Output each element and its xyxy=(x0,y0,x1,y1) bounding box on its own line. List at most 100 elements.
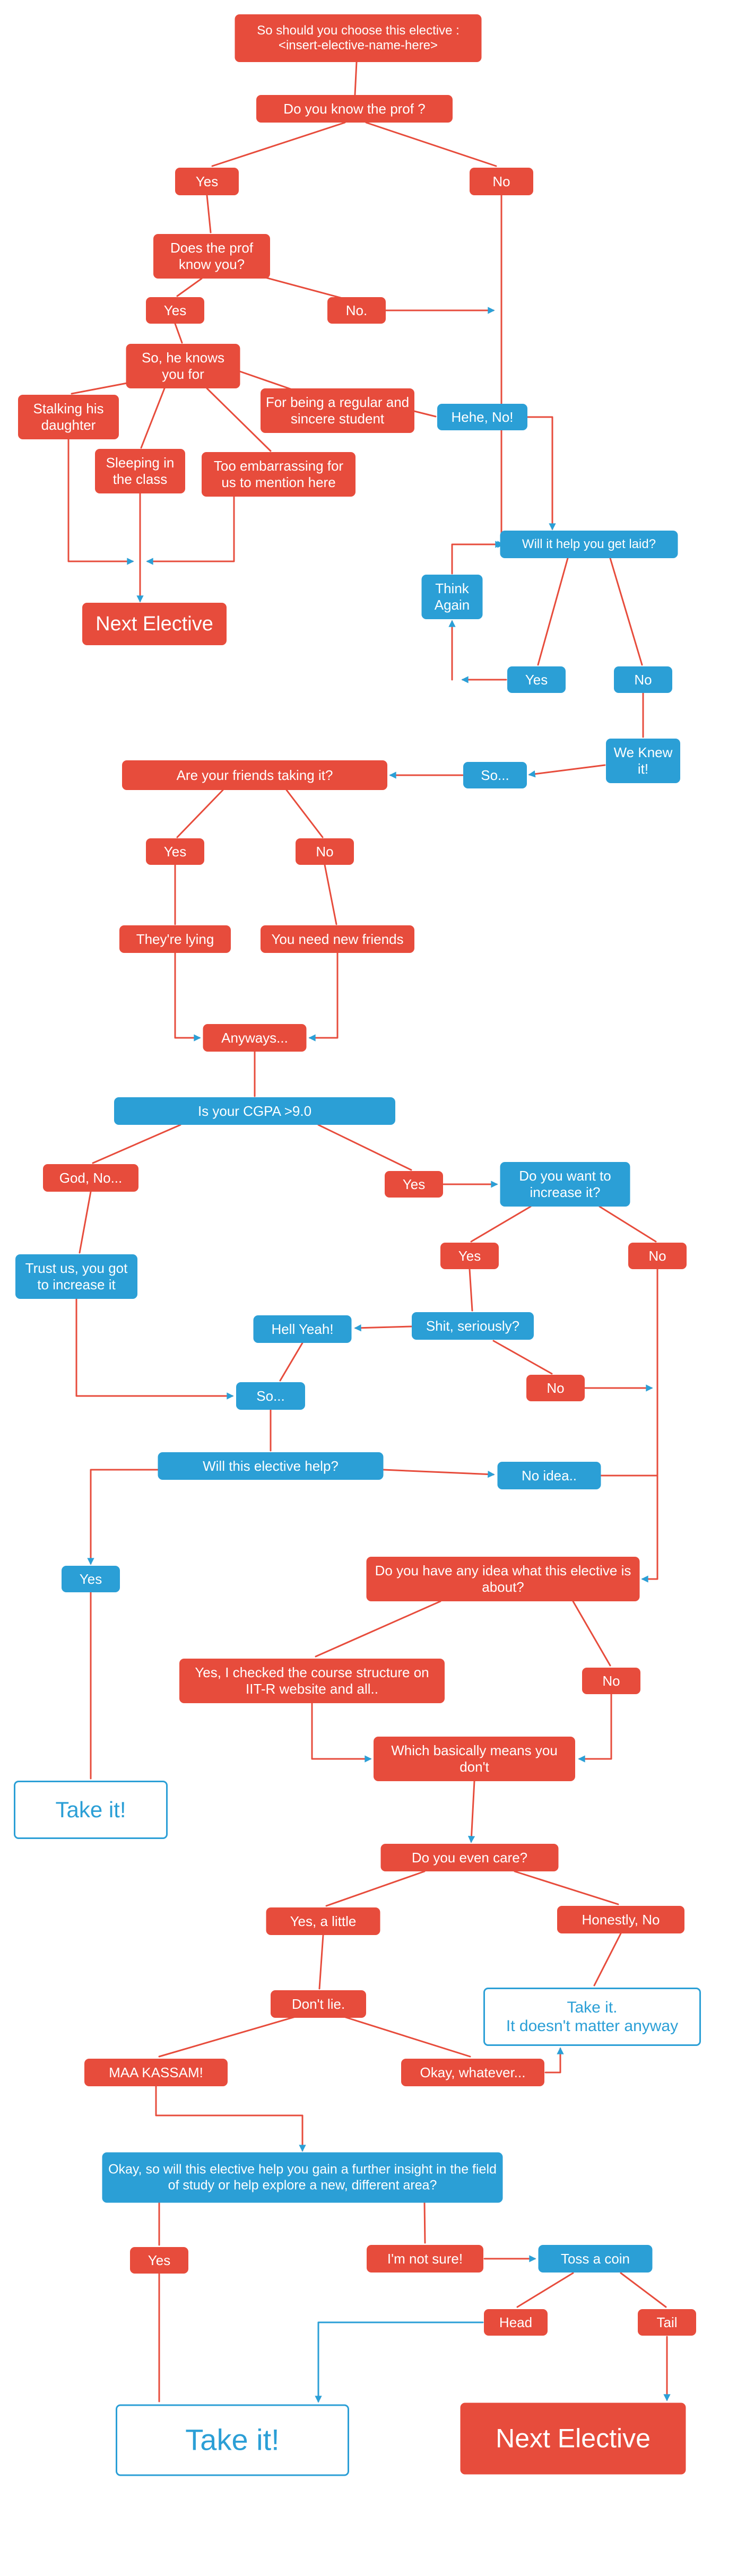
edge-ec_yes-to-dont_lie xyxy=(318,1934,324,1990)
edge-any_idea-to-ai_no xyxy=(572,1600,611,1667)
node-ai_no: No xyxy=(582,1668,640,1694)
node-next_elective_1: Next Elective xyxy=(82,603,227,645)
node-take_it_3: Take it! xyxy=(116,2404,349,2476)
node-embarrassing: Too embarrassing for us to mention here xyxy=(202,452,356,497)
node-so_2: So... xyxy=(236,1382,305,1410)
node-prof_know_you: Does the prof know you? xyxy=(153,234,270,279)
node-any_idea: Do you have any idea what this elective … xyxy=(366,1557,640,1601)
node-toss_coin: Toss a coin xyxy=(538,2245,653,2273)
edge-embarrassing-to-next_elective_1 xyxy=(146,496,235,565)
edge-inc_yes-to-shit_seriously xyxy=(469,1268,473,1312)
node-head: Head xyxy=(484,2309,548,2336)
node-trust_us: Trust us, you got to increase it xyxy=(15,1254,137,1299)
node-think_again: Think Again xyxy=(421,575,483,619)
edge-friends_taking-to-ft_no xyxy=(285,789,324,838)
edge-shit_seriously-to-shit_no xyxy=(492,1340,553,1375)
node-shit_no: No xyxy=(526,1375,585,1401)
node-not_sure: I'm not sure! xyxy=(367,2245,483,2273)
node-ft_no: No xyxy=(296,838,354,865)
node-new_friends: You need new friends xyxy=(261,925,414,953)
edge-new_friends-to-anyways xyxy=(308,952,339,1042)
edge-dont_lie-to-okay_whatever xyxy=(341,2015,471,2058)
edge-think_again-to-get_laid xyxy=(451,541,502,575)
edge-cgpa-to-god_no xyxy=(92,1124,181,1164)
edge-basically-to-even_care xyxy=(467,1780,475,1843)
edge-trust_us-to-so_2 xyxy=(75,1298,234,1400)
node-ft_yes: Yes xyxy=(146,838,204,865)
edge-hell_yeah-to-so_2 xyxy=(279,1342,304,1382)
edge-god_no-to-trust_us xyxy=(79,1191,92,1254)
node-dont_lie: Don't lie. xyxy=(271,1990,366,2018)
edge-we_knew_it-to-so_1 xyxy=(528,764,606,778)
edge-theyre_lying-to-anyways xyxy=(174,952,201,1042)
edge-elective_help-to-weh_yes xyxy=(87,1469,159,1565)
node-next_elective_2: Next Elective xyxy=(460,2402,686,2475)
node-cgpa_yes: Yes xyxy=(385,1171,443,1198)
edge-elective_help-to-no_idea xyxy=(383,1469,495,1478)
node-no_idea: No idea.. xyxy=(497,1462,601,1489)
edge-knows_for-to-regular xyxy=(239,370,296,392)
edge-knows_for-to-stalking xyxy=(71,381,134,395)
node-stalking: Stalking his daughter xyxy=(18,395,119,439)
edge-get_laid-to-laid_no xyxy=(609,557,643,666)
node-cgpa: Is your CGPA >9.0 xyxy=(114,1097,395,1125)
node-so_1: So... xyxy=(463,762,527,788)
edge-cgpa-to-cgpa_yes xyxy=(317,1124,412,1171)
node-laid_no: No xyxy=(614,666,672,693)
edge-friends_taking-to-ft_yes xyxy=(176,789,224,838)
node-even_care: Do you even care? xyxy=(380,1844,559,1871)
edge-dont_lie-to-maa_kassam xyxy=(158,2015,298,2058)
edge-ai_no-to-basically xyxy=(578,1693,612,1763)
edge-toss_coin-to-head xyxy=(516,2272,574,2308)
edge-stalking-to-next_elective_1 xyxy=(67,438,134,565)
edge-prof_know_you-to-pky_yes xyxy=(176,277,203,297)
node-basically: Which basically means you don't xyxy=(374,1737,575,1781)
edge-kp_yes-to-prof_know_you xyxy=(206,194,212,233)
node-kp_no: No xyxy=(470,168,533,195)
node-elective_help: Will this elective help? xyxy=(158,1452,384,1480)
edge-increase_it-to-inc_no xyxy=(599,1205,657,1243)
edge-okay_whatever-to-take_it_2 xyxy=(544,2047,564,2074)
edge-know_prof-to-kp_yes xyxy=(211,122,346,167)
edge-big_question-to-not_sure xyxy=(423,2202,426,2244)
node-we_knew_it: We Knew it! xyxy=(606,739,680,783)
node-god_no: God, No... xyxy=(43,1164,138,1192)
node-bq_yes: Yes xyxy=(130,2247,188,2274)
node-laid_yes: Yes xyxy=(507,666,566,693)
edge-increase_it-to-inc_yes xyxy=(470,1205,532,1243)
edge-maa_kassam-to-big_question xyxy=(155,2085,306,2152)
node-ec_yes: Yes, a little xyxy=(266,1907,380,1935)
node-shit_seriously: Shit, seriously? xyxy=(412,1312,534,1340)
node-inc_yes: Yes xyxy=(440,1243,499,1269)
edge-even_care-to-ec_no xyxy=(514,1870,619,1905)
edge-knows_for-to-embarrassing xyxy=(206,387,272,452)
node-take_it_1: Take it! xyxy=(14,1781,168,1839)
node-maa_kassam: MAA KASSAM! xyxy=(84,2059,228,2086)
node-friends_taking: Are your friends taking it? xyxy=(122,760,387,790)
node-theyre_lying: They're lying xyxy=(119,925,231,953)
edge-start-to-know_prof xyxy=(354,61,358,96)
node-take_it_2: Take it. It doesn't matter anyway xyxy=(483,1988,701,2046)
edge-regular-to-hehe_no xyxy=(413,410,437,418)
node-pky_yes: Yes xyxy=(146,297,204,324)
node-kp_yes: Yes xyxy=(175,168,239,195)
node-knows_for: So, he knows you for xyxy=(126,344,240,388)
edge-toss_coin-to-tail xyxy=(620,2272,667,2308)
node-increase_it: Do you want to increase it? xyxy=(500,1162,630,1207)
node-weh_yes: Yes xyxy=(62,1566,120,1592)
edge-hehe_no-to-get_laid xyxy=(526,416,556,531)
node-pky_no: No. xyxy=(327,297,386,324)
edge-any_idea-to-checked xyxy=(315,1600,441,1658)
edge-ft_no-to-new_friends xyxy=(324,864,337,925)
edge-even_care-to-ec_yes xyxy=(325,1870,426,1907)
edge-get_laid-to-laid_yes xyxy=(537,557,569,666)
node-big_question: Okay, so will this elective help you gai… xyxy=(102,2152,503,2203)
node-anyways: Anyways... xyxy=(203,1024,307,1052)
node-ec_no: Honestly, No xyxy=(557,1906,684,1933)
node-regular: For being a regular and sincere student xyxy=(261,388,414,433)
node-okay_whatever: Okay, whatever... xyxy=(401,2059,544,2086)
edge-know_prof-to-kp_no xyxy=(365,122,497,167)
edge-ec_no-to-take_it_2 xyxy=(593,1932,622,1987)
